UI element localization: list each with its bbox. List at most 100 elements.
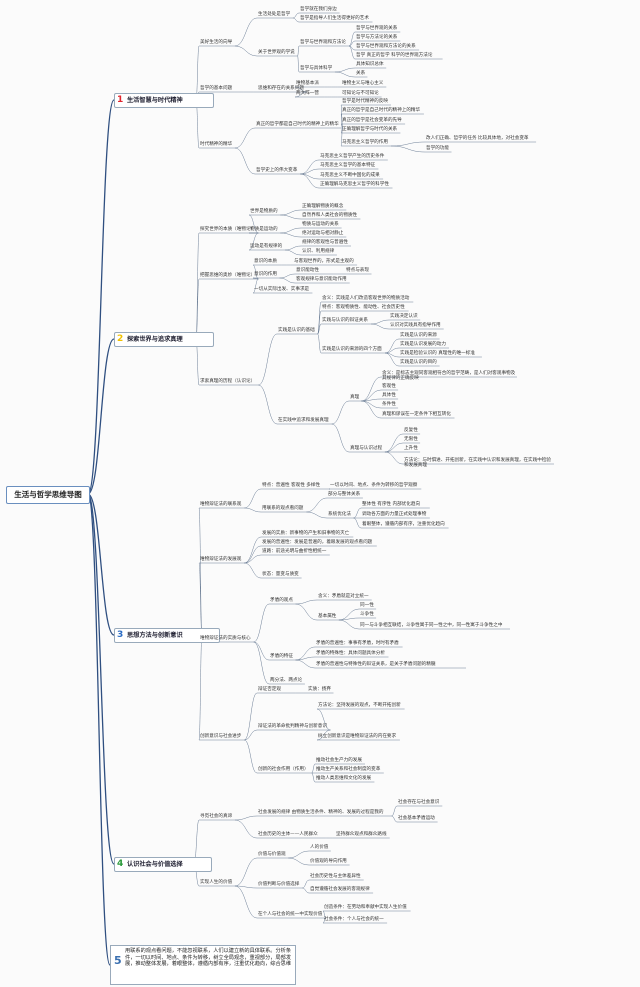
connector bbox=[297, 55, 300, 73]
node-b2-1a1: 正确理解物质的概念 bbox=[302, 204, 344, 209]
connector bbox=[348, 40, 356, 47]
node-b2-1: 探究世界的本质（唯物论） bbox=[200, 227, 256, 232]
node-b4-2a2: 价值观的导向作用 bbox=[310, 859, 347, 864]
connector bbox=[302, 887, 310, 894]
connector bbox=[280, 209, 302, 216]
node-b1-2a2a: 可知论与不可知论 bbox=[342, 91, 379, 96]
connector bbox=[87, 493, 111, 966]
connector bbox=[297, 45, 300, 57]
connector bbox=[244, 545, 262, 564]
connector bbox=[248, 232, 259, 251]
node-b1-3a: 真正的哲学都是自己时代的精神上的精华 bbox=[256, 122, 339, 127]
node-b2-1c: 运动是有规律的 bbox=[250, 244, 283, 249]
node-b3-3b: 矛盾的特征 bbox=[270, 654, 293, 659]
node-b1-3a1: 哲学是时代精神的反映 bbox=[342, 99, 388, 104]
node-b2-1b: 物质是运动的 bbox=[250, 227, 278, 232]
node-b4-2b1: 社会历史性与主体差异性 bbox=[310, 874, 361, 879]
connector bbox=[87, 99, 115, 495]
node-b3-1b2: 系统优化法 bbox=[328, 512, 351, 517]
connector bbox=[361, 376, 382, 402]
node-b2-3a4: 实践是认识的来源的四个方面 bbox=[322, 347, 382, 352]
node-b1-3b2: 马克思主义哲学的基本特征 bbox=[320, 163, 376, 168]
connector bbox=[295, 646, 316, 661]
connector bbox=[317, 323, 322, 335]
node-b1-1b: 关于世界观的学说 bbox=[258, 50, 295, 55]
node-b3-1b2b: 调动各方面的力量正式处理事物 bbox=[362, 512, 427, 517]
node-b4-1a1: 社会存在与社会意识 bbox=[398, 800, 440, 805]
node-b2-3a1: 含义：实践是人们改造客观世界的物质活动 bbox=[322, 296, 410, 301]
node-b4-2c: 在个人与社会的统一中实现价值 bbox=[258, 912, 323, 917]
connector bbox=[338, 608, 360, 621]
connector bbox=[295, 659, 316, 669]
node-b2-3b2a: 反复性 bbox=[404, 428, 418, 433]
connector bbox=[244, 488, 262, 509]
connector bbox=[253, 603, 270, 643]
connector bbox=[198, 507, 203, 636]
node-b4-1: 寻觅社会的真谛 bbox=[200, 814, 233, 819]
connector bbox=[385, 347, 400, 354]
topic-title: 思想方法与创新意识 bbox=[127, 632, 183, 639]
connector bbox=[384, 451, 404, 465]
node-b2-3b1: 真理 bbox=[350, 395, 360, 400]
node-b2-3b2c: 上升性 bbox=[404, 446, 418, 451]
connector bbox=[370, 319, 390, 325]
connector bbox=[384, 442, 404, 453]
node-b2-1a: 世界是物质的 bbox=[250, 209, 278, 214]
node-b3-4c2: 推动生产关系和社会制度的变革 bbox=[316, 767, 381, 772]
connector bbox=[234, 885, 258, 889]
node-b3-3a2: 基本属性 bbox=[318, 614, 337, 619]
node-b2-2b: 意识的作用 bbox=[254, 272, 277, 277]
connector bbox=[348, 31, 356, 47]
node-b4-1a2: 社会基本矛盾运动 bbox=[398, 816, 435, 821]
node-b3-1a: 特点：普遍性 客观性 多样性 bbox=[262, 483, 321, 488]
connector bbox=[280, 232, 302, 238]
connector bbox=[361, 400, 382, 409]
node-b3-1b2a: 整体性 有序性 内部优化趋向 bbox=[362, 502, 421, 507]
node-b2-2: 把握思维的奥妙（唯物论） bbox=[200, 273, 256, 278]
connector bbox=[258, 384, 278, 425]
node-b1-3b4: 正确理解马克思主义哲学的科学性 bbox=[320, 182, 389, 187]
connector bbox=[258, 333, 278, 386]
node-b2-3b1a: 含义：是标志主观同客观相符合的哲学范畴，是人们对客观事物及其规律的正确反映 bbox=[382, 371, 516, 382]
topic-text: 用联系的观点看问题，不能忽视联系，人们以建立新的具体联系。分析条件，一切以时间、… bbox=[125, 948, 292, 968]
node-b3-3a2a: 同一性 bbox=[360, 603, 374, 608]
connector bbox=[198, 634, 203, 741]
connector bbox=[338, 617, 360, 621]
node-b4-2a: 价值与价值观 bbox=[258, 852, 286, 857]
connector bbox=[234, 45, 258, 57]
connector bbox=[284, 245, 302, 251]
node-b2-3b1c: 具体性 bbox=[382, 393, 396, 398]
connector bbox=[252, 264, 259, 280]
connector bbox=[195, 45, 200, 101]
connector bbox=[244, 562, 262, 579]
connector bbox=[253, 641, 270, 661]
node-b3-1: 唯物辩证法的联系观 bbox=[200, 502, 242, 507]
connector bbox=[300, 159, 320, 175]
connector bbox=[87, 493, 115, 865]
node-b4-2b: 价值判断与价值选择 bbox=[258, 882, 300, 887]
connector bbox=[234, 17, 258, 47]
connector bbox=[353, 507, 362, 519]
node-b3-3b2: 矛盾的特殊性：具体问题具体分析 bbox=[316, 651, 385, 656]
connector bbox=[334, 67, 356, 73]
node-b3-1b: 用联系的观点看问题 bbox=[262, 506, 304, 511]
node-b1-1: 美好生活的向导 bbox=[200, 40, 233, 45]
connector bbox=[331, 400, 350, 425]
node-b3-4b1: 方法论：坚持发展的观点，不断开拓创新 bbox=[318, 703, 401, 708]
connector bbox=[300, 168, 320, 175]
node-b2-3b: 在实践中追求和发展真理 bbox=[278, 418, 329, 423]
node-b1-3: 时代精神的精华 bbox=[200, 142, 233, 147]
connector bbox=[234, 127, 256, 149]
node-b1-1b2: 哲学与具体科学 bbox=[300, 66, 333, 71]
node-b1-2a: 思维和存在的关系问题 bbox=[258, 86, 304, 91]
topic-number: 2 bbox=[117, 334, 124, 344]
node-b3-1a1: 一切以时间、地点、条件为转移的哲学观察 bbox=[330, 483, 418, 488]
connector bbox=[300, 173, 320, 189]
connector bbox=[248, 214, 259, 234]
node-b4-2b2: 自觉遵循社会发展的客观规律 bbox=[310, 887, 370, 892]
node-b4-2a1: 人的价值 bbox=[310, 845, 329, 850]
